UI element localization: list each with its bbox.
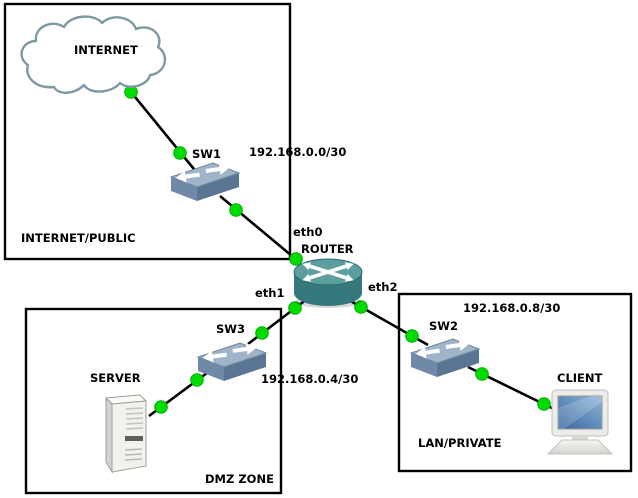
- device-client[interactable]: [542, 386, 618, 458]
- link-endpoint-dot: [405, 329, 419, 343]
- device-label-router: ROUTER: [301, 242, 354, 256]
- switch-icon: [196, 342, 268, 381]
- switch-icon: [409, 338, 481, 377]
- subnet-label-lan: 192.168.0.8/30: [463, 301, 561, 315]
- server-icon: [104, 394, 148, 474]
- device-sw2[interactable]: [408, 336, 482, 378]
- device-server[interactable]: [96, 390, 154, 474]
- device-router[interactable]: [290, 256, 366, 310]
- interface-label-eth1: eth1: [255, 286, 285, 300]
- device-label-server: SERVER: [90, 371, 141, 385]
- zone-label-dmz: DMZ ZONE: [205, 472, 274, 486]
- switch-icon: [169, 162, 241, 201]
- device-label-sw1: SW1: [192, 147, 221, 161]
- interface-label-eth2: eth2: [368, 280, 398, 294]
- router-icon: [293, 258, 363, 308]
- link-endpoint-dot: [255, 326, 269, 340]
- computer-icon: [546, 389, 614, 455]
- subnet-label-dmz: 192.168.0.4/30: [261, 372, 359, 386]
- cloud-icon: [20, 15, 167, 94]
- zone-box-dmz: [24, 307, 283, 495]
- zone-box-lan-private: [397, 292, 633, 473]
- link-endpoint-dot: [229, 203, 243, 217]
- link-internet-sw1[interactable]: [129, 91, 200, 175]
- zone-label-lan-private: LAN/PRIVATE: [418, 436, 502, 450]
- zone-label-internet-public: INTERNET/PUBLIC: [21, 231, 136, 245]
- link-endpoint-dot: [173, 146, 187, 160]
- subnet-label-public: 192.168.0.0/30: [249, 145, 347, 159]
- zone-box-internet-public: [3, 2, 292, 261]
- device-label-client: CLIENT: [557, 371, 603, 385]
- link-endpoint-dot: [190, 373, 204, 387]
- device-internet-cloud[interactable]: [18, 15, 178, 95]
- interface-label-eth0: eth0: [293, 225, 323, 239]
- device-sw1[interactable]: [168, 160, 242, 202]
- link-endpoint-dot: [154, 400, 168, 414]
- device-label-sw3: SW3: [216, 322, 245, 336]
- device-label-sw2: SW2: [429, 319, 458, 333]
- link-endpoint-dot: [289, 252, 303, 266]
- link-endpoint-dot: [537, 397, 551, 411]
- link-endpoint-dot: [288, 301, 302, 315]
- device-label-internet: INTERNET: [74, 43, 138, 57]
- device-sw3[interactable]: [195, 340, 269, 382]
- link-endpoint-dot: [475, 367, 489, 381]
- link-endpoint-dot: [354, 300, 368, 314]
